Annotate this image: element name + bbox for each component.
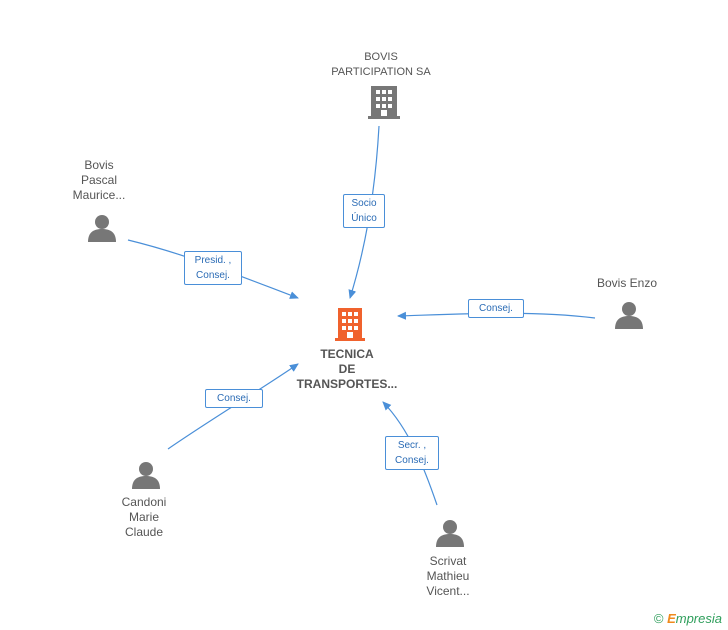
node-label-bovis-pascal[interactable]: Bovis Pascal Maurice... [72,158,126,202]
node-label-bovis-enzo[interactable]: Bovis Enzo [596,276,658,290]
brand-name: mpresia [675,611,722,626]
node-label-center-company[interactable]: TECNICA DE TRANSPORTES... [296,347,398,391]
person-icon-bovis-pascal[interactable] [88,215,116,242]
person-icon-scrivat[interactable] [436,520,464,547]
copyright-symbol: © [653,611,664,626]
brand-e: E [667,611,676,626]
node-label-bovis-participation[interactable]: BOVIS PARTICIPATION SA [331,51,431,78]
edge-label-socio-unico: Socio Único [343,194,385,228]
edge-label-consej-enzo: Consej. [468,299,524,318]
building-icon[interactable] [368,86,400,119]
brand-logo: © Empresia [654,611,722,626]
edge-label-consej-candoni: Consej. [205,389,263,408]
node-label-scrivat[interactable]: Scrivat Mathieu Vicent... [426,554,470,598]
edge-label-presid-consej: Presid. , Consej. [184,251,242,285]
edge-label-secr-consej: Secr. , Consej. [385,436,439,470]
node-label-candoni[interactable]: Candoni Marie Claude [121,495,167,539]
person-icon-bovis-enzo[interactable] [615,302,643,329]
center-building-icon[interactable] [335,308,365,341]
person-icon-candoni[interactable] [132,462,160,489]
